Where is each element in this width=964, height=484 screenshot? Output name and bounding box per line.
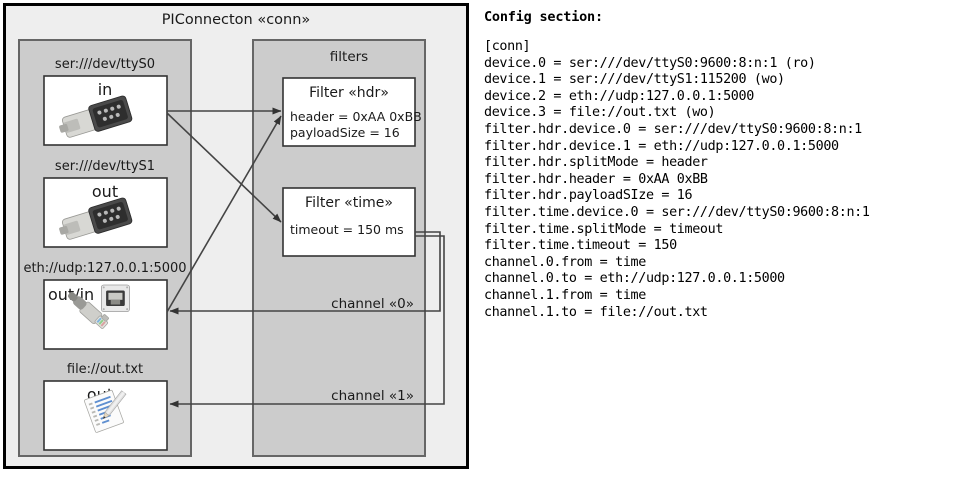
config-line: filter.time.device.0 = ser:///dev/ttyS0:…: [484, 204, 870, 220]
config-line: channel.0.to = eth://udp:127.0.0.1:5000: [484, 271, 785, 287]
device-caption: ser:///dev/ttyS1: [55, 159, 155, 174]
config-line: channel.1.to = file://out.txt: [484, 304, 708, 320]
filter-hdr[interactable]: Filter «hdr» header = 0xAA 0xBB payloadS…: [282, 77, 422, 147]
config-section: Config section: [conn]device.0 = ser:///…: [482, 0, 964, 484]
device-file-out[interactable]: file://out.txt out: [43, 362, 168, 451]
filter-box[interactable]: [282, 77, 416, 147]
device-ser-ttys1[interactable]: ser:///dev/ttyS1 out: [43, 159, 168, 248]
device-box[interactable]: [43, 279, 168, 350]
config-line: channel.0.from = time: [484, 254, 646, 270]
device-ser-ttys0[interactable]: ser:///dev/ttyS0 in: [43, 57, 168, 146]
device-eth-udp[interactable]: eth://udp:127.0.0.1:5000 out/in: [23, 261, 187, 350]
filters-group-label: filters: [330, 49, 368, 65]
config-line: device.0 = ser:///dev/ttyS0:9600:8:n:1 (…: [484, 55, 816, 71]
device-caption: eth://udp:127.0.0.1:5000: [23, 261, 186, 276]
channel-0-label: channel «0»: [331, 296, 414, 312]
filter-time[interactable]: Filter «time» timeout = 150 ms: [282, 187, 416, 257]
link-eth-to-hdr: [166, 115, 282, 313]
config-line: filter.hdr.device.0 = ser:///dev/ttyS0:9…: [484, 121, 862, 137]
config-line: filter.hdr.device.1 = eth://udp:127.0.0.…: [484, 138, 839, 154]
config-line: filter.hdr.header = 0xAA 0xBB: [484, 171, 708, 187]
connection-diagram: PIConnecton «conn» ser:///dev/ttyS0 in s…: [0, 0, 478, 484]
device-io-label: out: [92, 182, 118, 201]
config-line: channel.1.from = time: [484, 287, 646, 303]
filter-property: payloadSize = 16: [290, 125, 400, 140]
config-line: filter.hdr.splitMode = header: [484, 155, 708, 171]
device-caption: ser:///dev/ttyS0: [55, 57, 155, 72]
config-line: [conn]: [484, 39, 531, 54]
filter-title: Filter «time»: [305, 195, 393, 211]
config-line: device.1 = ser:///dev/ttyS1:115200 (wo): [484, 72, 785, 88]
link-ttys0-to-time: [166, 112, 282, 223]
device-io-label: in: [98, 80, 113, 99]
filter-property: header = 0xAA 0xBB: [290, 109, 422, 124]
config-heading: Config section:: [484, 9, 603, 25]
filter-title: Filter «hdr»: [309, 85, 389, 101]
diagram-title: PIConnecton «conn»: [162, 12, 311, 28]
config-line: filter.hdr.payloadSIze = 16: [484, 188, 693, 204]
filter-property: timeout = 150 ms: [290, 222, 404, 237]
config-line: filter.time.timeout = 150: [484, 238, 677, 254]
config-line: device.3 = file://out.txt (wo): [484, 105, 716, 121]
filter-box[interactable]: [282, 187, 416, 257]
device-caption: file://out.txt: [67, 362, 143, 377]
config-code-block: [conn]device.0 = ser:///dev/ttyS0:9600:8…: [484, 39, 964, 321]
channel-1-label: channel «1»: [331, 388, 414, 404]
link-channel-0: [169, 231, 441, 315]
config-line: device.2 = eth://udp:127.0.0.1:5000: [484, 88, 754, 104]
link-channel-1: [169, 235, 445, 408]
diagram-canvas: PIConnecton «conn» ser:///dev/ttyS0 in s…: [3, 3, 469, 469]
config-line: filter.time.splitMode = timeout: [484, 221, 724, 237]
diagram-frame-border: [3, 3, 469, 469]
